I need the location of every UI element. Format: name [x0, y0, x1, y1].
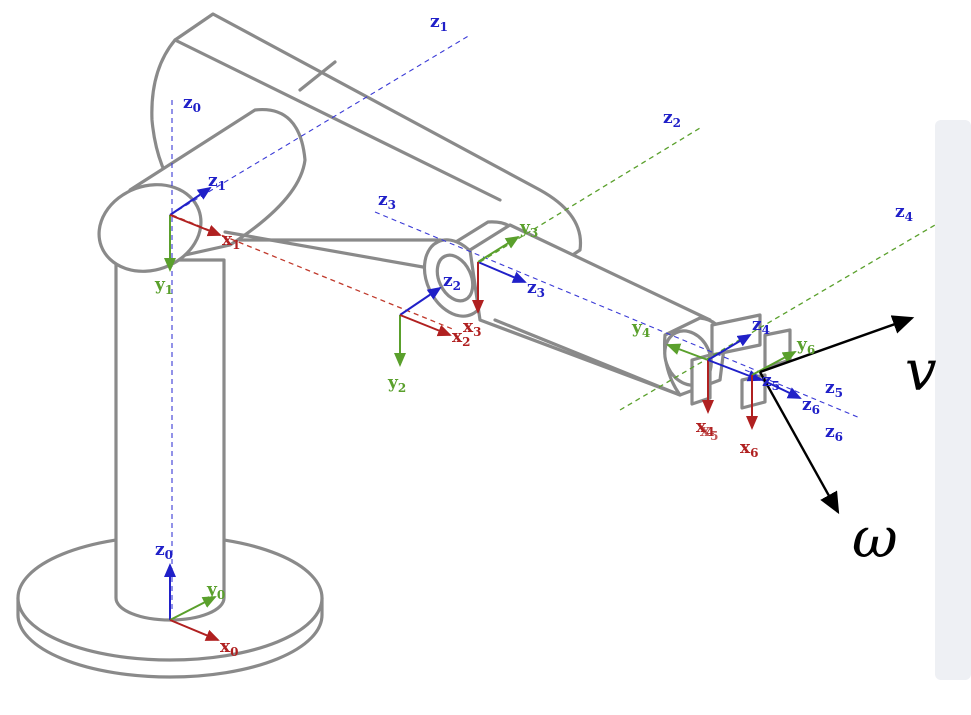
- z4-axis-line: [619, 224, 936, 411]
- frame-0: [164, 563, 220, 641]
- z0-axis-label: z0: [183, 93, 201, 115]
- frame5-x-label: x5: [700, 421, 719, 443]
- frame0-x-label: x0: [220, 637, 239, 659]
- frame6-y-label: y6: [796, 335, 815, 357]
- frame4-z-label: z4: [752, 315, 770, 337]
- frame1-y-label: y1: [154, 275, 173, 297]
- frame2-z-label: z2: [443, 271, 461, 293]
- frame4-y-label: y4: [631, 318, 650, 340]
- z6-axis-label: z6: [825, 422, 843, 444]
- frame3-z-label: z3: [527, 278, 545, 300]
- frame2-y-label: y2: [387, 373, 406, 395]
- frame-3: [472, 235, 527, 314]
- angular-velocity-arrow: [758, 371, 840, 515]
- linear-velocity-symbol: v: [905, 339, 937, 404]
- frame6-z-label: z6: [802, 395, 820, 417]
- linear-velocity-arrow: [759, 315, 915, 374]
- frame1-z-label: z1: [208, 171, 226, 193]
- frame-6: [746, 351, 802, 430]
- frame0-y-label: y0: [206, 580, 225, 602]
- frame3-y-label: y3: [519, 218, 538, 240]
- frame6-x-label: x6: [740, 438, 759, 460]
- background-watermark: [935, 120, 971, 680]
- z3-axis-label: z3: [378, 190, 396, 212]
- labels: z0 z1 z2 z3 z4 z5 z6 z0 y0 x0 z1 y1 x1 z…: [154, 12, 937, 659]
- angular-velocity-symbol: ω: [852, 506, 898, 571]
- frame2-x-label: x2: [452, 327, 471, 349]
- frame-2: [394, 286, 452, 367]
- z5-axis-label: z5: [825, 378, 843, 400]
- z3-axis-line: [374, 211, 761, 373]
- z1-axis-label: z1: [430, 12, 448, 34]
- frame0-z-label: z0: [155, 540, 173, 562]
- frame5-z-label: z5: [762, 371, 780, 393]
- twist-arrows: [758, 315, 915, 515]
- z2-axis-line: [479, 127, 701, 263]
- z1-axis-line: [169, 34, 471, 216]
- robot-body: [16, 12, 792, 679]
- z4-axis-label: z4: [895, 202, 913, 224]
- frame4-x-label: x4: [696, 417, 715, 439]
- frame1-x-label: x1: [222, 230, 241, 252]
- frame-1: [164, 186, 222, 272]
- z2-axis-label: z2: [663, 108, 681, 130]
- frame3-x-label: x3: [463, 317, 482, 339]
